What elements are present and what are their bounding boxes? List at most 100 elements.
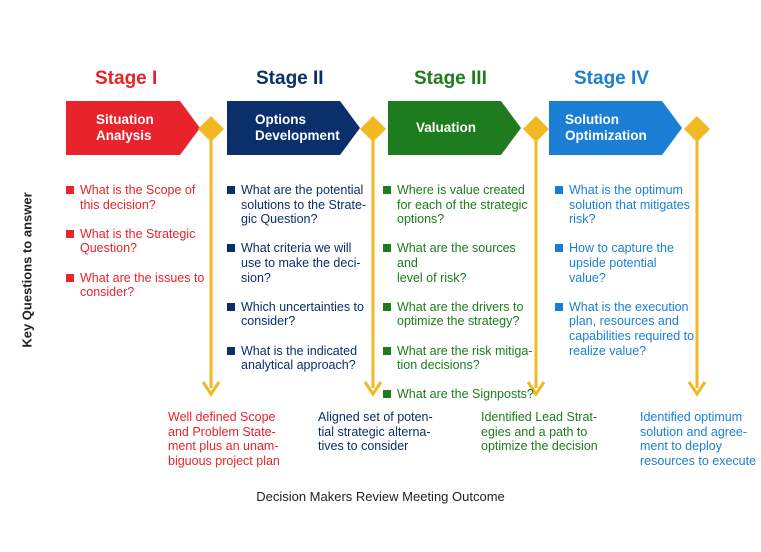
stage-3-box-label: Valuation (416, 101, 476, 155)
outcome-line: Identified optimum (640, 410, 743, 424)
outcome-line: biguous project plan (168, 453, 280, 468)
outcome-line: optimize the decision (481, 439, 598, 454)
outcome-line: Well defined Scope (168, 410, 276, 424)
outcome-line: tial strategic alterna- (318, 424, 431, 439)
question-line: capabilities required to (569, 328, 695, 343)
stage-3-box (388, 101, 521, 155)
stage-3-diamond (523, 116, 549, 142)
question-line: level of risk? (397, 270, 467, 285)
outcome-line: resources to execute (640, 453, 757, 468)
question-line: What is the indicated (241, 343, 358, 358)
stage-2-title: Stage II (256, 68, 324, 89)
question-line: consider? (80, 285, 135, 300)
question-line: What is the optimum (569, 183, 683, 197)
question-line: optimize the strategy? (397, 314, 520, 329)
outcome-line: tives to consider (318, 439, 409, 454)
question-line: What is the Strategic (80, 226, 196, 241)
stage-3-arrowhead (526, 381, 546, 397)
question-line: What is the execution (569, 299, 689, 314)
stage-2-box-line: Options (255, 112, 306, 127)
square-bullet-icon (383, 346, 391, 355)
outcome-line: Aligned set of poten- (318, 410, 433, 424)
square-bullet-icon (227, 302, 235, 311)
stage-3-box-line: Valuation (416, 120, 477, 135)
stage-4-box-line: Solution (565, 112, 619, 127)
question-line: upside potential value? (569, 255, 657, 285)
square-bullet-icon (66, 186, 74, 194)
stage-1-arrowhead (201, 381, 221, 397)
stage-1-title: Stage I (95, 68, 158, 89)
square-bullet-icon (383, 302, 391, 311)
stage-4-arrowhead (687, 381, 707, 397)
question-line: What are the drivers to (397, 299, 524, 314)
square-bullet-icon (227, 346, 235, 355)
stage-4-title: Stage IV (574, 68, 649, 89)
question-line: gic Question? (241, 212, 318, 227)
question-line: for each of the strategic (397, 197, 528, 212)
stage-2-arrowhead (363, 381, 383, 397)
question-line: plan, resources and (569, 314, 679, 329)
square-bullet-icon (383, 390, 391, 399)
question-line: this decision? (80, 197, 156, 212)
stage-2-diamond (360, 116, 386, 142)
question-line: options? (397, 212, 445, 227)
outcome-line: ment plus an unam- (168, 439, 279, 454)
question-line: sion? (241, 270, 271, 285)
square-bullet-icon (555, 186, 563, 194)
stage-4-box (549, 101, 682, 155)
square-bullet-icon (66, 229, 74, 238)
footer-caption: Decision Makers Review Meeting Outcome (256, 489, 505, 504)
outcome-line: egies and a path to (481, 424, 588, 439)
question-line: solution that mitigates (569, 197, 690, 212)
question-line: use to make the deci- (241, 255, 361, 270)
square-bullet-icon (227, 186, 235, 194)
question-line: What are the risk mitiga- (397, 343, 533, 358)
question-line: Question? (80, 241, 137, 256)
question-line: analytical approach? (241, 358, 356, 373)
outcome-line: and Problem State- (168, 424, 276, 439)
square-bullet-icon (227, 244, 235, 253)
question-line: realize value? (569, 343, 647, 358)
square-bullet-icon (383, 186, 391, 194)
question-line: What are the potential (241, 183, 364, 197)
outcome-line: solution and agree- (640, 424, 748, 439)
outcome-line: Identified Lead Strat- (481, 410, 598, 424)
stage-2-outcome: Aligned set of poten-tial strategic alte… (318, 410, 433, 454)
stage-4-diamond (684, 116, 710, 142)
question-line: Where is value created (397, 183, 525, 197)
stage-4-box-line: Optimization (565, 128, 647, 143)
question-line: risk? (569, 212, 596, 227)
stage-2-box-line: Development (255, 128, 340, 143)
question-line: What are the issues to (80, 270, 205, 285)
question-line: What are the Signposts? (397, 387, 534, 402)
question-line: Which uncertainties to (241, 299, 364, 314)
stage-1-box-line: Situation (96, 112, 154, 127)
square-bullet-icon (383, 244, 391, 253)
question-line: What is the Scope of (80, 183, 196, 197)
question-line: consider? (241, 314, 296, 329)
stage-3-outcome: Identified Lead Strat-egies and a path t… (481, 410, 598, 454)
question-line: solutions to the Strate- (241, 197, 367, 212)
question-line: tion decisions? (397, 358, 480, 373)
square-bullet-icon (555, 302, 563, 311)
question-line: How to capture the (569, 241, 674, 256)
stage-1-diamond (198, 116, 224, 142)
question-line: What criteria we will (241, 241, 352, 256)
